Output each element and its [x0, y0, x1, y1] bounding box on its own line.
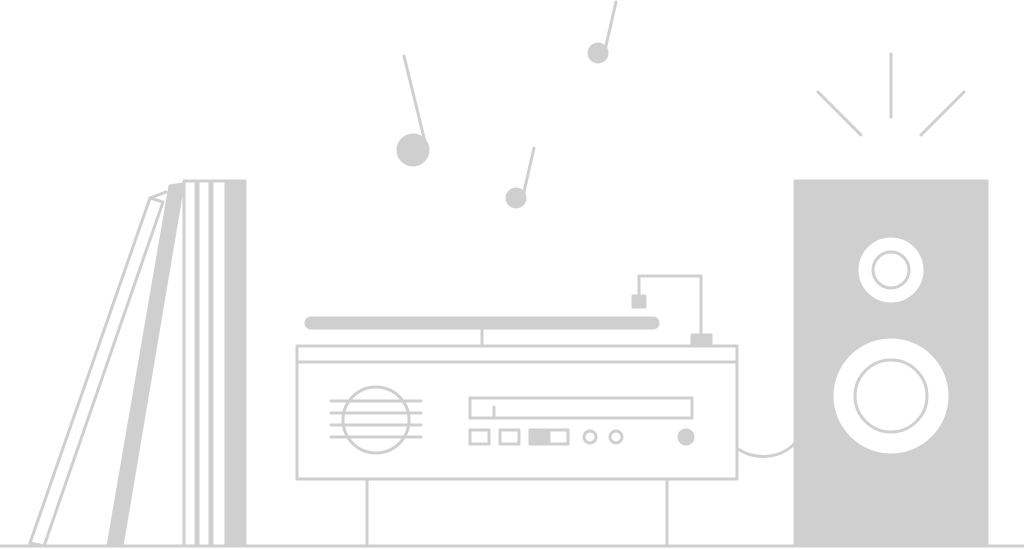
speaker-cable [735, 441, 797, 458]
sleeve-edge [148, 190, 168, 200]
music-note-icon [396, 54, 430, 167]
control-button-2 [498, 428, 521, 446]
turntable-lid [295, 344, 739, 364]
sound-rays-icon [816, 52, 966, 137]
tonearm [637, 274, 703, 340]
slider-knob [529, 429, 551, 445]
turntable-body [295, 360, 739, 481]
grille-icon [329, 385, 423, 455]
woofer-icon [833, 338, 949, 454]
tonearm-base [690, 333, 713, 347]
upright-sleeve-1 [182, 179, 198, 548]
music-note-icon [505, 146, 536, 209]
music-notes [396, 0, 618, 209]
knob-2 [608, 429, 624, 445]
tonearm-headshell [631, 294, 647, 309]
power-knob [677, 428, 695, 446]
record-sleeves [28, 179, 247, 548]
music-note-icon [587, 0, 618, 64]
control-button-1 [468, 428, 491, 446]
upright-sleeve-filled [226, 179, 247, 548]
turntable [295, 274, 739, 548]
upright-sleeve-3 [210, 179, 228, 548]
tweeter-icon [858, 237, 924, 303]
display-slot [468, 396, 694, 420]
speaker [793, 179, 989, 548]
knob-1 [582, 429, 598, 445]
leaning-sleeve-outline [28, 196, 165, 548]
upright-sleeve-2 [196, 179, 212, 548]
